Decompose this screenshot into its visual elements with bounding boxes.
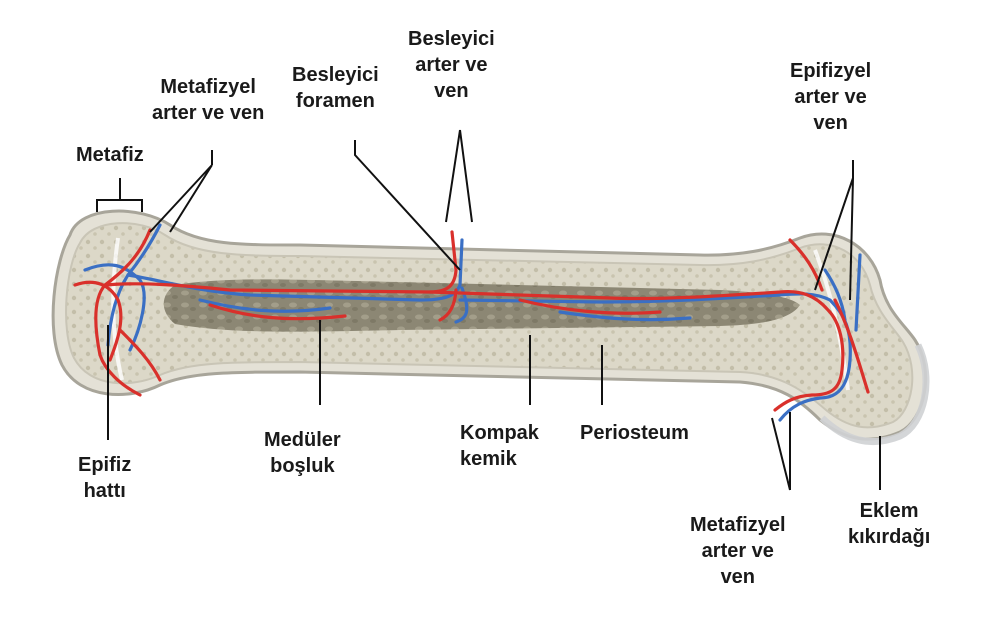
label-metafiz: Metafiz [76,142,144,168]
label-epifizyel: Epifizyel arter ve ven [790,58,871,136]
label-periosteum: Periosteum [580,420,689,446]
label-metafizyel-top: Metafizyel arter ve ven [152,74,264,126]
label-epifiz-hatti: Epifiz hattı [78,452,131,504]
metafiz-bracket [97,178,142,212]
label-eklem: Eklem kıkırdağı [848,498,930,550]
label-besleyici-foramen: Besleyici foramen [292,62,379,114]
label-besleyici-arter: Besleyici arter ve ven [408,26,495,104]
besleyici-arter-leader [446,130,472,222]
label-metafizyel-bottom: Metafizyel arter ve ven [690,512,786,590]
metafizyel-bottom-leader [772,412,790,490]
label-meduler: Medüler boşluk [264,427,341,479]
label-kompak: Kompak kemik [460,420,539,472]
